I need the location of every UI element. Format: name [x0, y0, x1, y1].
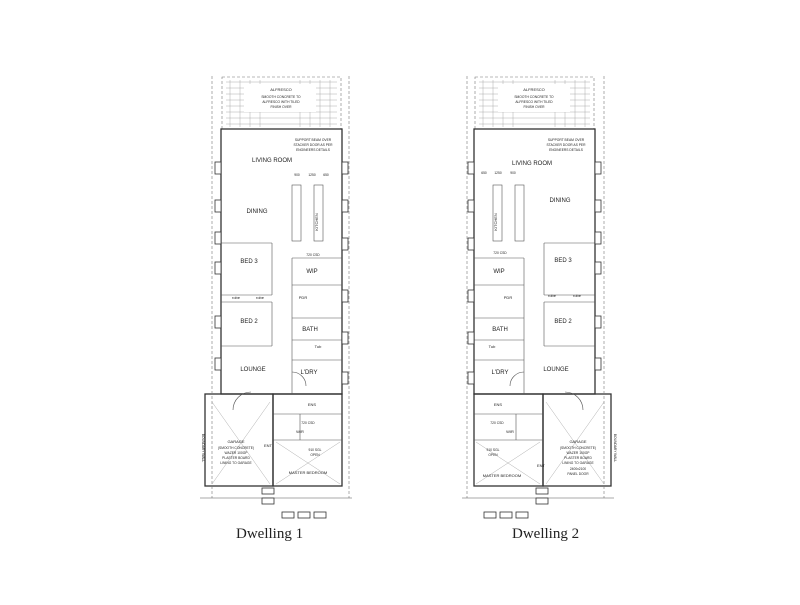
- garage-label: GARAGE: [227, 439, 244, 444]
- dining-label: DINING: [247, 209, 268, 215]
- dwelling-1-plan: ALFRESCO SMOOTH CONCRETE TO ALFRESCO WIT…: [200, 76, 352, 519]
- alfresco-note-3: FINISH OVER: [270, 105, 292, 109]
- dwelling-1-caption: Dwelling 1: [236, 526, 304, 542]
- csd-label-2: 720 CSD: [490, 421, 504, 425]
- dim-900: 900: [294, 173, 300, 177]
- wip-label: WIP: [306, 269, 317, 275]
- dwelling-2-plan: ALFRESCO SMOOTH CONCRETE TO ALFRESCO WIT…: [462, 76, 617, 519]
- garage-note-2: WAZER 100GP: [567, 451, 591, 455]
- master-bedroom-label: MASTER BEDROOM: [483, 473, 521, 478]
- boundary-wall-label: BOUNDARY WALL: [201, 434, 205, 463]
- dwelling-2-caption: Dwelling 2: [512, 526, 580, 542]
- windows: [467, 161, 602, 519]
- ensuite-label: ENS: [308, 402, 317, 407]
- garage-note-6: PANEL DOOR: [567, 472, 589, 476]
- entry-label: ENT: [264, 443, 273, 448]
- lounge-label: LOUNGE: [240, 367, 265, 373]
- dining-label: DINING: [550, 198, 571, 204]
- kitchen-island: [514, 184, 525, 242]
- laundry-label: L'DRY: [300, 370, 317, 376]
- alfresco-note-3: FINISH OVER: [523, 105, 545, 109]
- robe-a-label: robe: [548, 293, 557, 298]
- garage-note-3: PLASTER BOARD: [222, 456, 250, 460]
- tub-label: Tub: [315, 344, 323, 349]
- csd-label-1: 720 CSD: [493, 251, 507, 255]
- bed3-label: BED 3: [554, 258, 572, 264]
- csd-label-1: 720 CSD: [306, 253, 320, 257]
- beam-note-1: SUPPORT BEAM OVER: [548, 138, 585, 142]
- robe-a-label: robe: [232, 295, 241, 300]
- boundary-wall-label: BOUNDARY WALL: [613, 434, 617, 463]
- alfresco-note-2: ALFRESCO WITH TILED: [515, 100, 553, 104]
- bath-label: BATH: [302, 327, 318, 333]
- garage-note-1: (SMOOTH CONCRETE): [560, 446, 596, 450]
- door-size-label: 910 SGL: [486, 448, 499, 452]
- bed2-label: BED 2: [240, 319, 258, 325]
- dim-900: 900: [510, 171, 516, 175]
- robe-b-label: robe: [256, 295, 265, 300]
- open-label: OPEN: [310, 453, 320, 457]
- kitchen-bench: [492, 184, 503, 242]
- bed2-label: BED 2: [554, 319, 572, 325]
- alfresco-note-2: ALFRESCO WITH TILED: [262, 100, 300, 104]
- tub-label: Tub: [489, 344, 497, 349]
- wir-label: WIR: [296, 429, 304, 434]
- garage-note-5: 2400x2100: [570, 467, 586, 471]
- bath-label: BATH: [492, 327, 508, 333]
- interior-walls: [221, 242, 342, 441]
- kitchen-label: KITCHEN: [314, 213, 319, 231]
- alfresco-label: ALFRESCO: [270, 87, 292, 92]
- kitchen-island: [291, 184, 302, 242]
- beam-note-1: SUPPORT BEAM OVER: [295, 138, 332, 142]
- bed3-label: BED 3: [240, 259, 258, 265]
- wip-label: WIP: [493, 269, 504, 275]
- kitchen-bench: [313, 184, 324, 242]
- wir-label: WIR: [506, 429, 514, 434]
- windows: [214, 161, 349, 519]
- lounge-label: LOUNGE: [543, 367, 568, 373]
- robe-b-label: robe: [573, 293, 582, 298]
- garage-note-4: LINING TO GARAGE: [220, 461, 252, 465]
- house-outer-wall: [473, 128, 596, 395]
- pdr-label: PDR: [504, 295, 513, 300]
- alfresco-label: ALFRESCO: [523, 87, 545, 92]
- kitchen-label: KITCHEN: [493, 213, 498, 231]
- dim-650: 650: [323, 173, 329, 177]
- alfresco-note-1: SMOOTH CONCRETE TO: [514, 95, 554, 99]
- garage-note-1: (SMOOTH CONCRETE): [218, 446, 254, 450]
- entry-label: ENT: [537, 463, 546, 468]
- dim-1250: 1250: [308, 173, 316, 177]
- garage-note-4: LINING TO GARAGE: [562, 461, 594, 465]
- house-outer-wall: [220, 128, 343, 395]
- dim-1250: 1250: [494, 171, 502, 175]
- garage-note-3: PLASTER BOARD: [564, 456, 592, 460]
- beam-note-2: STACKER DOOR AS PER: [294, 143, 334, 147]
- garage-label: GARAGE: [569, 439, 586, 444]
- beam-note-3: ENGINEERS DETAILS: [296, 148, 331, 152]
- living-room-label: LIVING ROOM: [252, 158, 292, 164]
- dim-650: 650: [481, 171, 487, 175]
- pdr-label: PDR: [299, 295, 308, 300]
- beam-note-3: ENGINEERS DETAILS: [549, 148, 584, 152]
- living-room-label: LIVING ROOM: [512, 161, 552, 167]
- beam-note-2: STACKER DOOR AS PER: [547, 143, 587, 147]
- csd-label-2: 720 CSD: [301, 421, 315, 425]
- door-size-label: 910 SGL: [308, 448, 321, 452]
- interior-walls: [474, 242, 595, 441]
- open-label: OPEN: [488, 453, 498, 457]
- alfresco-note-1: SMOOTH CONCRETE TO: [261, 95, 301, 99]
- master-bedroom-label: MASTER BEDROOM: [289, 470, 327, 475]
- ensuite-label: ENS: [494, 402, 503, 407]
- laundry-label: L'DRY: [491, 370, 508, 376]
- garage-note-2: WAZER 100GP: [225, 451, 249, 455]
